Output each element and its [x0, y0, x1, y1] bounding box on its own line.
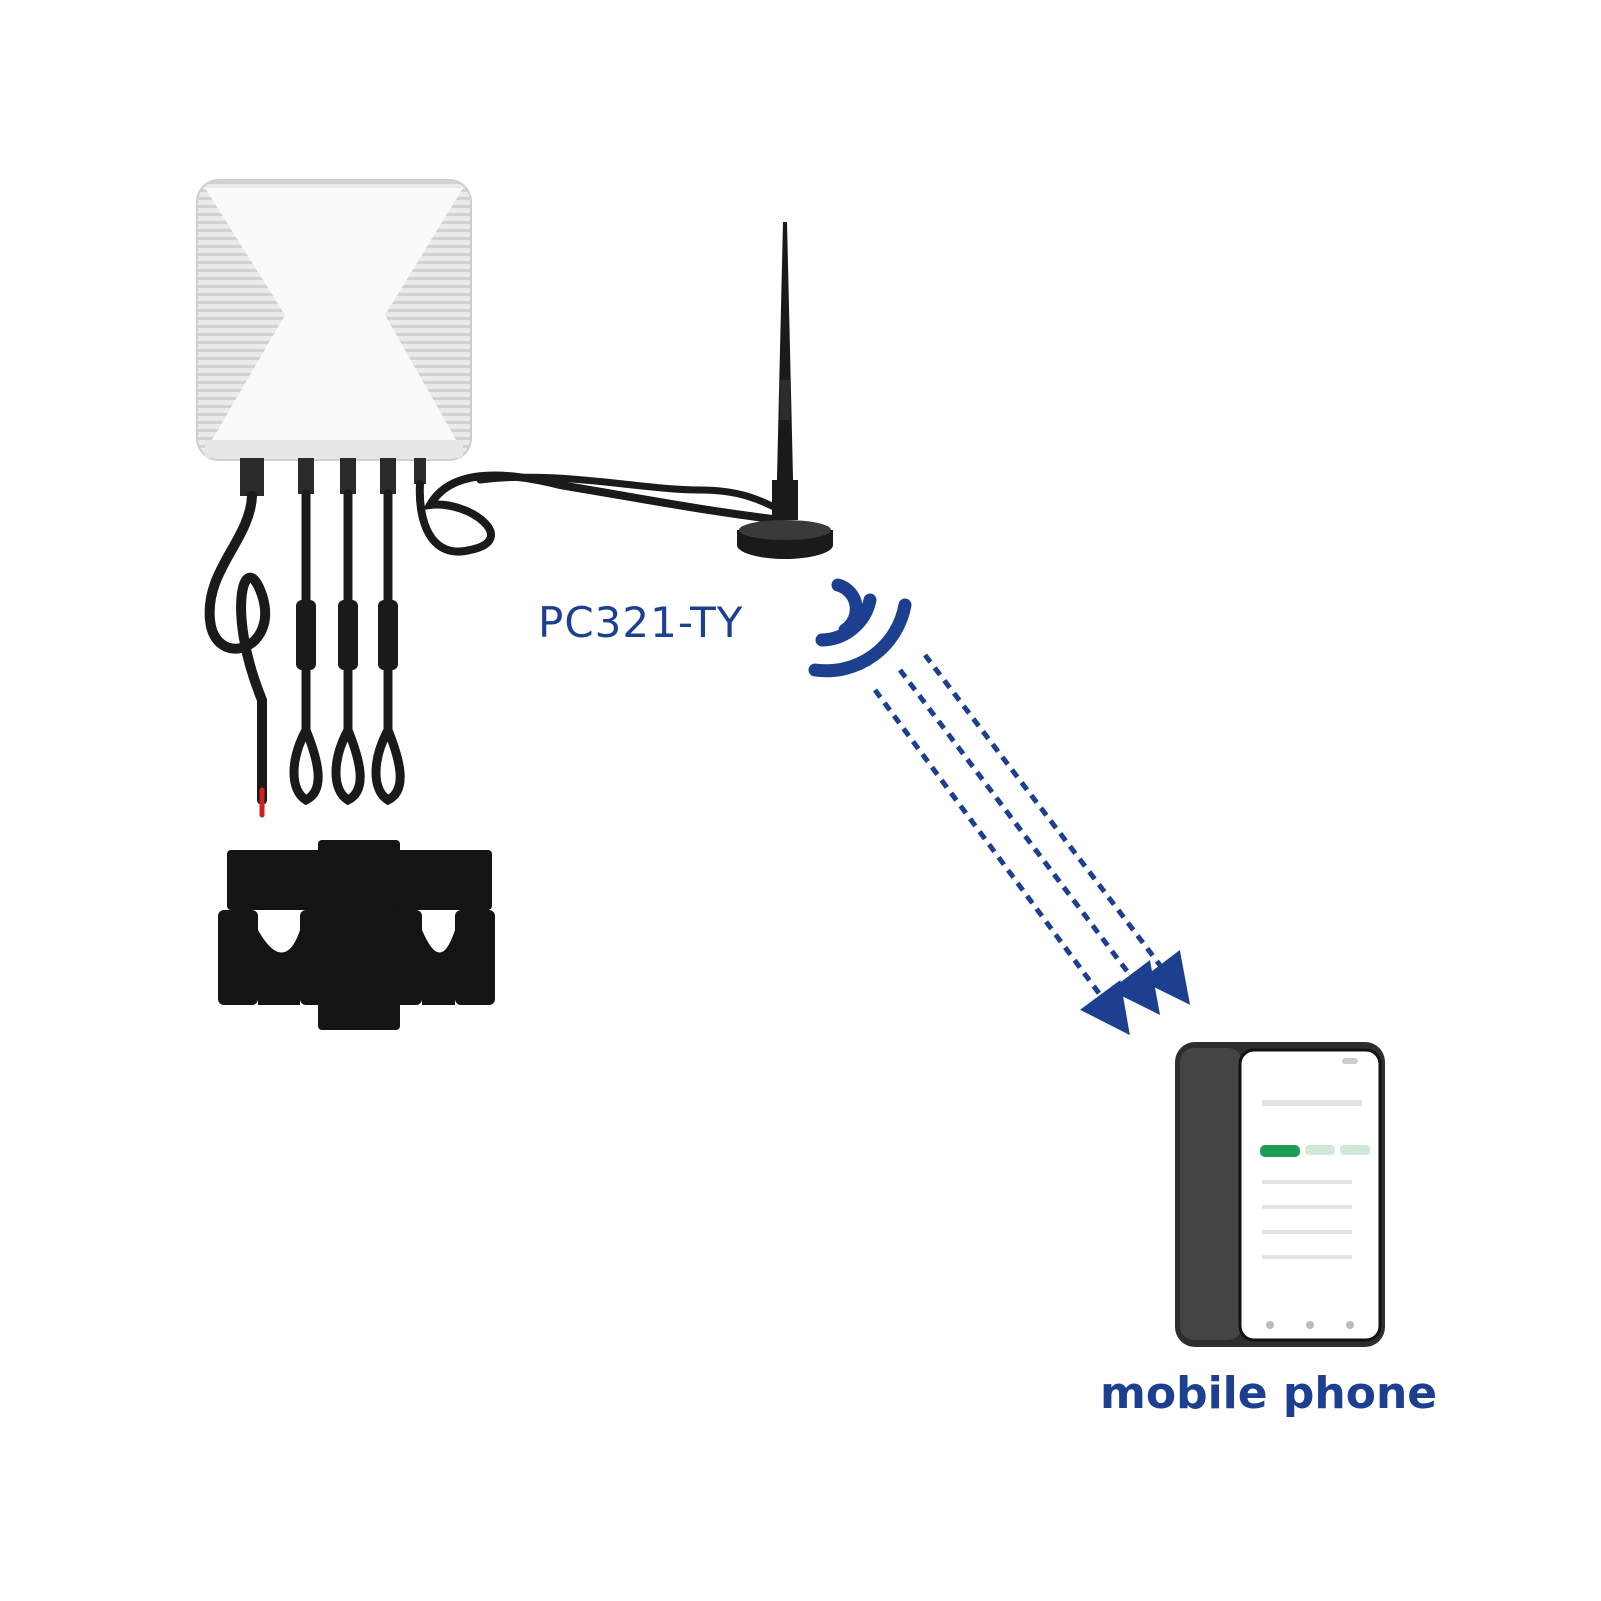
mobile-phone-label: mobile phone	[1100, 1368, 1438, 1419]
device-model-label: PC321-TY	[538, 598, 744, 647]
current-clamp-icon	[218, 840, 495, 1030]
cables	[204, 471, 784, 818]
energy-meter-icon	[196, 179, 472, 496]
signal-lines	[872, 653, 1191, 1036]
antenna-icon	[737, 222, 833, 559]
smartphone-icon	[1175, 1042, 1385, 1347]
wifi-signal-icon	[808, 578, 912, 678]
